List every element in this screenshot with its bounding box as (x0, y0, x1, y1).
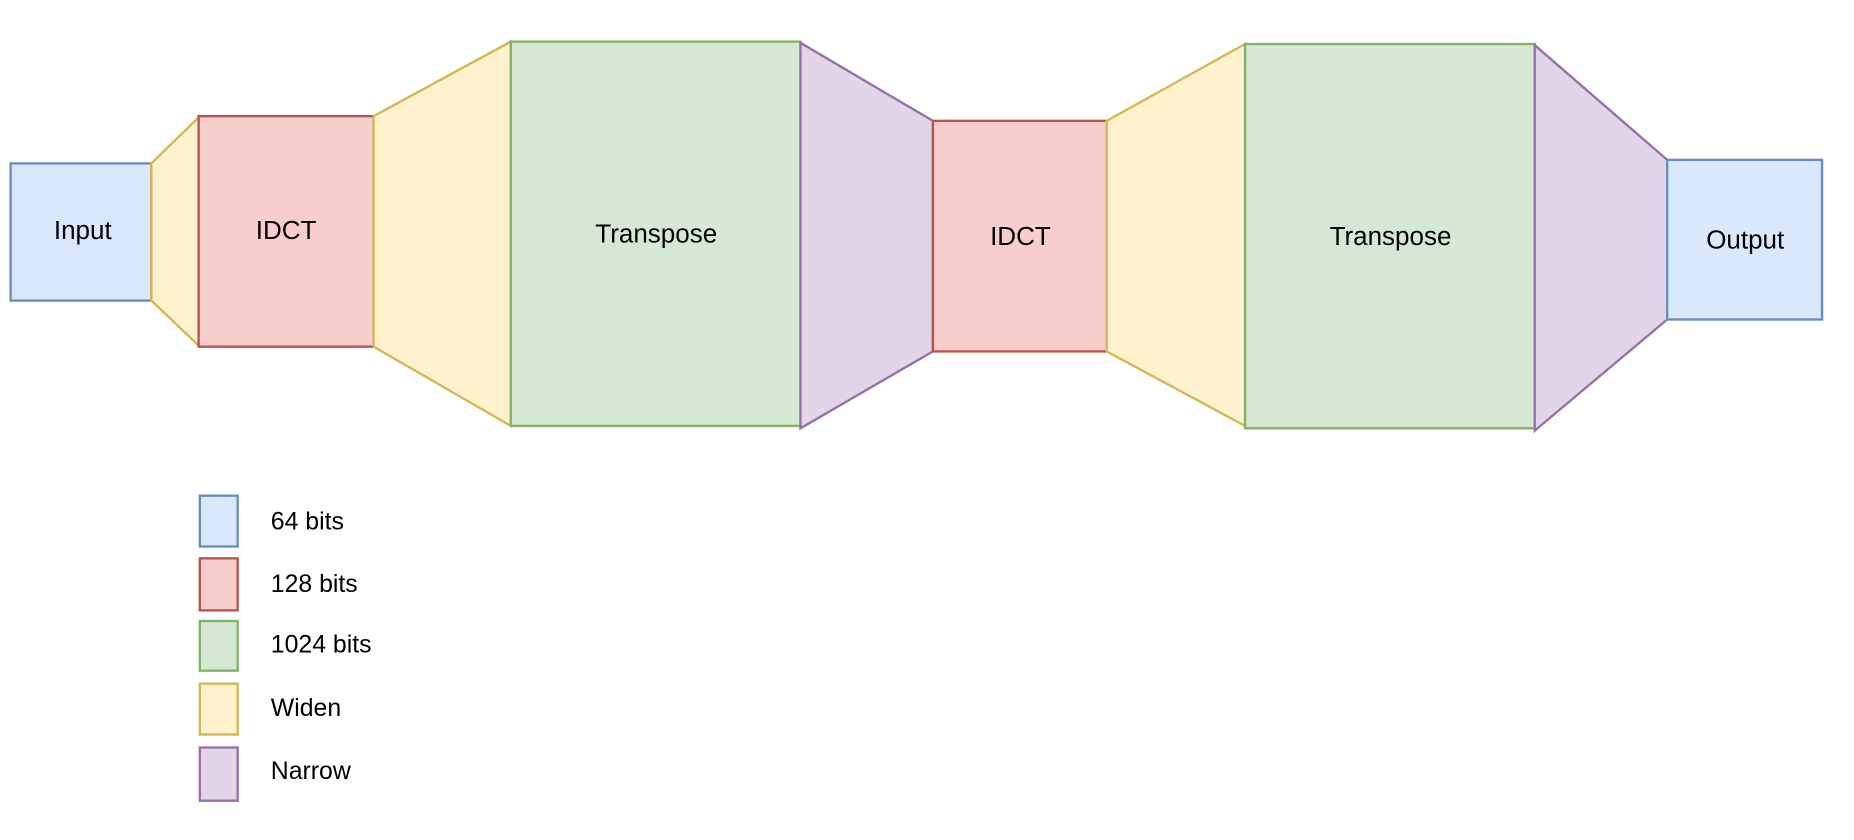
widen-trapezoid-2 (372, 39, 512, 428)
transpose-block-2 (1243, 42, 1536, 430)
narrow-trapezoid-2 (1533, 42, 1669, 434)
idct-label-2: IDCT (990, 221, 1051, 251)
idct-block-1 (197, 114, 375, 348)
legend-swatch-128-bits (198, 557, 239, 612)
widen-trapezoid-1 (150, 114, 200, 349)
transpose-label-1: Transpose (595, 218, 717, 248)
legend-swatch-narrow (198, 746, 239, 802)
legend-label-128-bits: 128 bits (271, 571, 358, 598)
narrow-trapezoid-1 (799, 40, 935, 431)
legend-label-64-bits: 64 bits (271, 508, 344, 535)
legend-label-1024-bits: 1024 bits (271, 631, 372, 658)
legend-label-narrow: Narrow (271, 758, 351, 785)
output-block (1665, 158, 1824, 321)
input-label: Input (54, 215, 113, 245)
legend-swatch-1024-bits (198, 619, 239, 672)
legend-swatch-widen (198, 682, 239, 736)
legend-swatch-64-bits (198, 494, 239, 548)
idct-label-1: IDCT (256, 215, 317, 245)
legend (198, 494, 239, 802)
legend-label-widen: Widen (271, 695, 341, 722)
idct-block-2 (931, 119, 1108, 353)
widen-trapezoid-3 (1105, 41, 1247, 428)
transpose-block-1 (509, 40, 802, 428)
output-label: Output (1706, 224, 1785, 254)
transpose-label-2: Transpose (1330, 221, 1452, 251)
input-block (9, 162, 153, 302)
